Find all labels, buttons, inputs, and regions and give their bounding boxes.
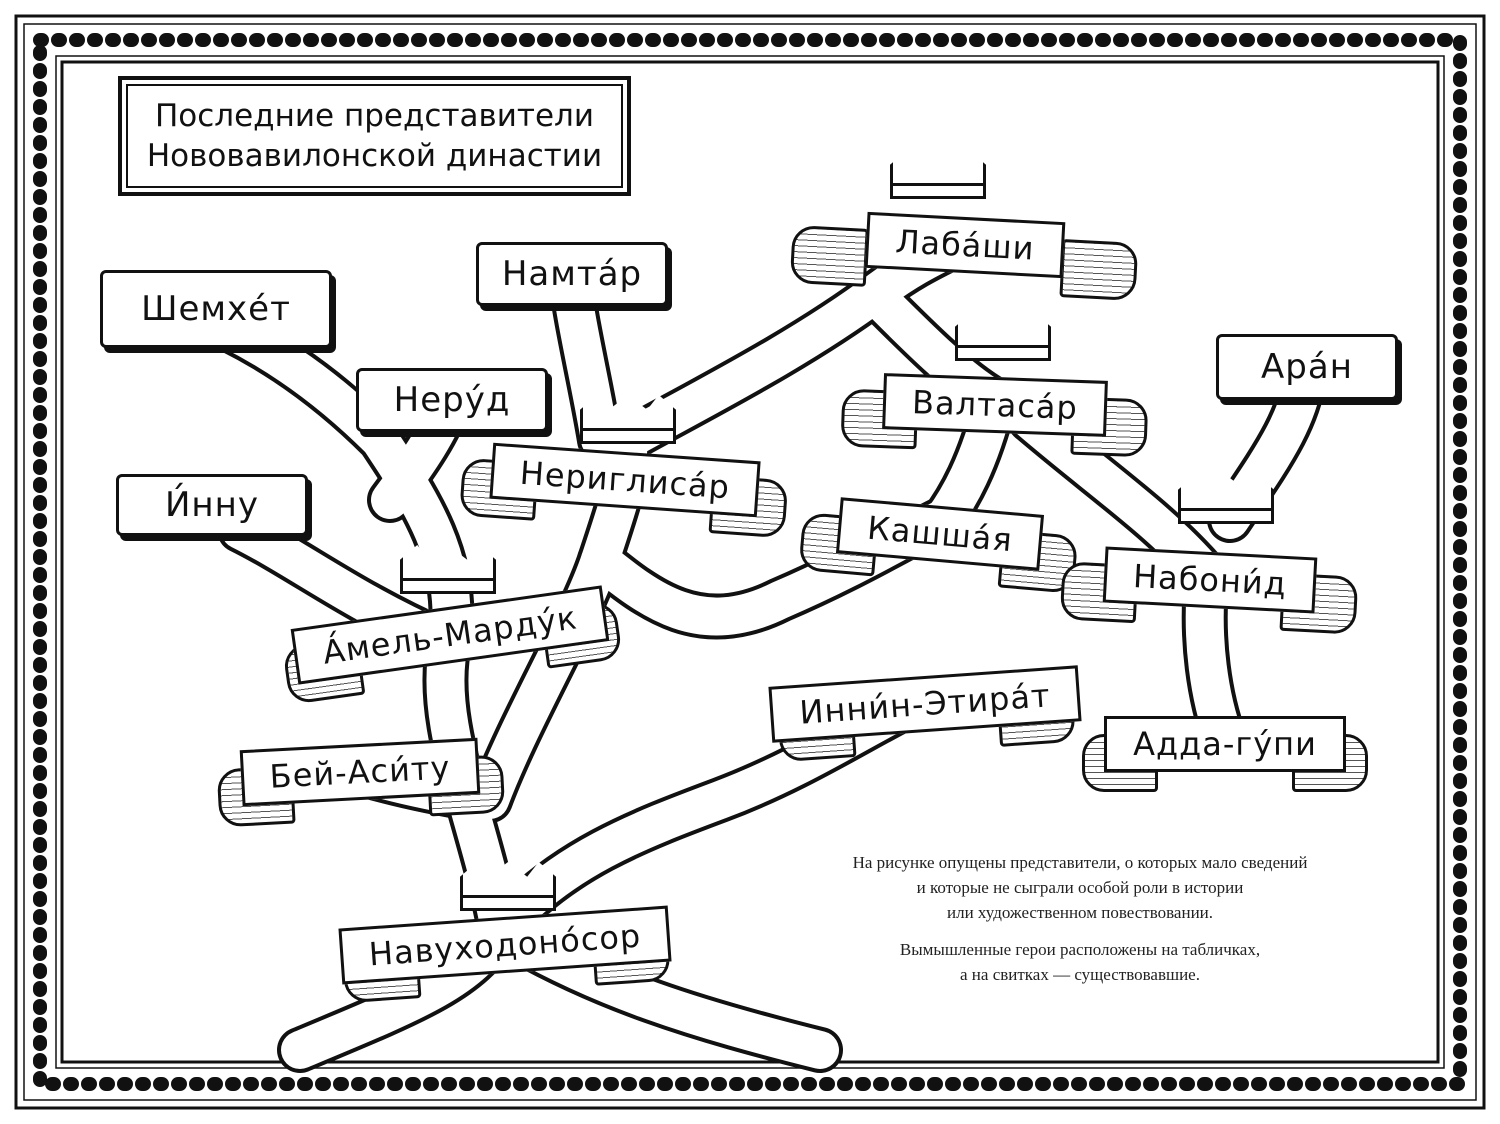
scroll-label: Адда-гу́пи [1104, 716, 1346, 772]
caption-line-5: а на свитках — существовавшие. [960, 965, 1200, 984]
crown-icon-navuhodonosor [460, 862, 556, 911]
scroll-label: Лаба́ши [865, 211, 1065, 279]
crown-icon-valtasar [955, 312, 1051, 361]
title-line-2: Нововавилонской династии [146, 138, 603, 174]
scroll-kashshaya: Кашша́я [798, 481, 1079, 594]
scroll-end [789, 224, 869, 287]
caption-line-1: На рисунке опущены представители, о кото… [852, 853, 1308, 872]
scroll-end [1059, 239, 1139, 301]
scroll-adda-gupi: Адда-гу́пи [1082, 700, 1368, 792]
scroll-nabonid: Набони́д [1059, 529, 1359, 635]
tablet-innu: И́нну [116, 474, 308, 536]
title-plaque: Последние представители Нововавилонской … [118, 76, 631, 196]
caption-line-4: Вымышленные герои расположены на табличк… [899, 940, 1261, 959]
crown-icon-neriglisar [580, 395, 676, 444]
tablet-nerud: Неру́д [356, 368, 548, 432]
tablet-aran: Ара́н [1216, 334, 1398, 400]
scroll-neriglisar: Нериглиса́р [459, 426, 789, 539]
title-line-1: Последние представители [154, 98, 595, 134]
crown-icon-nabonid [1178, 475, 1274, 524]
scroll-innin-etirat: Инни́н-Этира́т [768, 652, 1082, 763]
caption-note: На рисунке опущены представители, о кото… [800, 850, 1360, 999]
crown-icon-amel-marduk [400, 545, 496, 594]
scroll-labashi: Лаба́ши [789, 193, 1139, 301]
crown-icon-labashi [890, 150, 986, 199]
scroll-label: Валтаса́р [882, 373, 1108, 437]
caption-line-2: и которые не сыграли особой роли в истор… [916, 878, 1244, 897]
caption-line-3: или художественном повествовании. [946, 903, 1214, 922]
tablet-shemhet: Шемхе́т [100, 270, 332, 348]
scroll-bei-asitu: Бей-Аси́ту [216, 723, 506, 828]
ornamental-frame [14, 14, 1486, 1110]
scroll-label: Набони́д [1102, 546, 1318, 614]
scroll-navuhodonosor: Навуходоно́сор [338, 891, 672, 1004]
tablet-namtar: Намта́р [476, 242, 668, 306]
scroll-valtasar: Валтаса́р [840, 356, 1149, 458]
